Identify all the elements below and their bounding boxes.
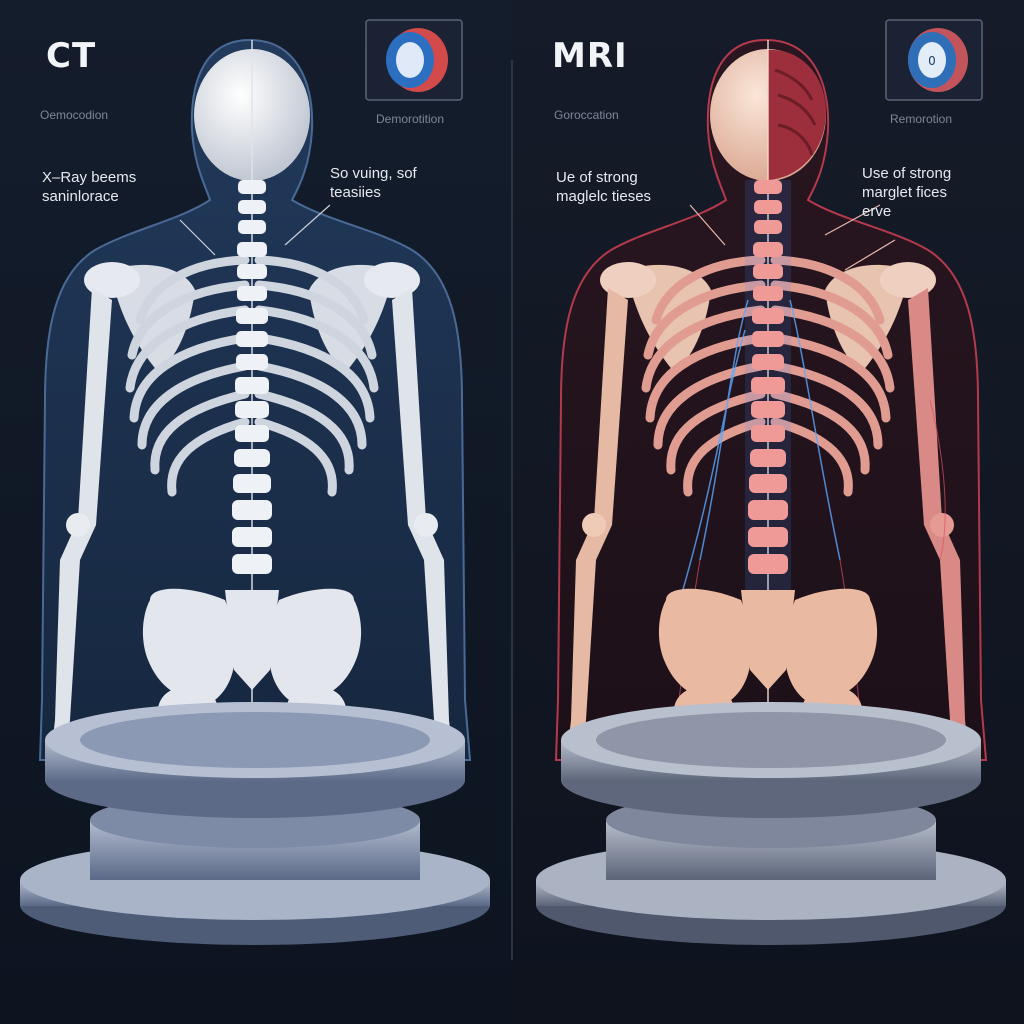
mri-title: MRI [552,36,628,76]
mri-label-magnetic-fields: Ue of strong maglelc tieses [556,169,652,205]
mri-platform [536,702,1006,945]
mri-subtitle-left: Goroccation [554,108,619,122]
mri-label-nerve: Use of strong marglet fices erve [862,165,952,220]
mri-ribcage [641,255,895,497]
ct-ribcage [125,255,379,497]
mri-scan-thumbnail-icon: 0 [885,19,983,101]
mri-subtitle-right: Remorotion [890,112,953,126]
mri-brain [768,49,826,181]
mri-spine [748,180,788,574]
mri-pelvis [658,588,878,734]
mri-nerves [679,299,841,601]
ct-label-xray-beams: X–Ray beems saninlorace [42,169,137,205]
ct-subtitle-left: Oemocodion [40,108,109,122]
ct-title: CT [46,36,97,76]
mri-panel: 0 [536,19,1006,945]
ct-pelvis [142,588,362,734]
ct-scan-thumbnail-icon [365,19,463,101]
ct-subtitle-right: Demorotition [376,112,445,126]
svg-text:0: 0 [928,54,936,68]
ct-panel [20,19,490,945]
ct-platform [20,702,490,945]
ct-label-soft-tissues: So vuing, sof teasiies [330,165,417,201]
ct-spine [232,180,272,574]
